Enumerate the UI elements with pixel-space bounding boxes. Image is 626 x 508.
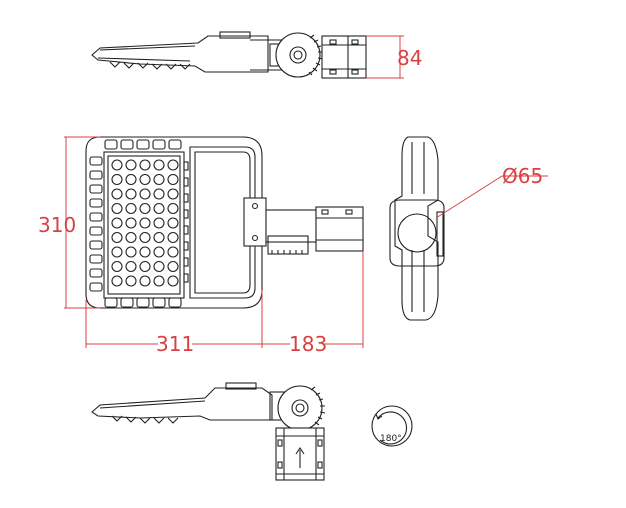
fins-mid-column	[183, 161, 189, 283]
led-lens	[139, 231, 151, 244]
led-lens	[167, 202, 179, 215]
rotation-badge: 180°	[371, 405, 413, 447]
side-view-bottom	[91, 382, 326, 481]
led-lens	[153, 260, 165, 273]
dimension-311-183: 311 183	[85, 251, 364, 356]
dimension-310: 310	[38, 136, 100, 309]
side-view-top	[91, 31, 367, 79]
led-lens	[139, 188, 151, 200]
led-lens	[153, 275, 165, 287]
led-lens	[167, 275, 179, 287]
led-lens	[153, 173, 165, 186]
led-lens	[139, 202, 151, 215]
led-lens	[111, 202, 123, 215]
led-lens	[111, 231, 123, 244]
led-lens	[139, 260, 151, 273]
side-fins-top	[109, 61, 191, 70]
led-lens	[167, 217, 179, 229]
led-lens	[125, 246, 137, 258]
led-lens	[153, 202, 165, 215]
led-lens	[111, 159, 123, 171]
end-view	[389, 136, 445, 321]
led-lens	[125, 217, 137, 229]
led-lens	[167, 246, 179, 258]
led-lens	[111, 275, 123, 287]
dimension-label-diameter: Ø65	[502, 164, 543, 188]
led-lens	[167, 260, 179, 273]
led-lens	[125, 159, 137, 171]
led-lens	[111, 246, 123, 258]
rotation-label: 180°	[380, 434, 402, 444]
fins-bottom-row	[104, 297, 182, 308]
led-lens	[139, 217, 151, 229]
led-lens	[139, 173, 151, 186]
dimension-84: 84	[366, 35, 422, 79]
side-fins-bottom	[111, 415, 179, 424]
led-lens	[139, 275, 151, 287]
led-lens	[167, 188, 179, 200]
led-lens	[125, 231, 137, 244]
led-lens	[111, 217, 123, 229]
led-lens	[125, 260, 137, 273]
led-lens-array	[111, 159, 179, 287]
led-lens	[111, 188, 123, 200]
dimension-label-84: 84	[397, 46, 422, 70]
led-lens	[111, 173, 123, 186]
dimension-diameter-65: Ø65	[435, 164, 548, 219]
dimension-label-183: 183	[289, 332, 327, 356]
led-lens	[111, 260, 123, 273]
led-lens	[153, 188, 165, 200]
dimension-label-311: 311	[156, 332, 194, 356]
led-lens	[153, 217, 165, 229]
led-lens	[125, 173, 137, 186]
led-lens	[153, 231, 165, 244]
led-lens	[125, 188, 137, 200]
dimension-label-310: 310	[38, 213, 76, 237]
led-lens	[125, 202, 137, 215]
fins-top-row	[104, 139, 182, 150]
led-lens	[125, 275, 137, 287]
led-lens	[167, 231, 179, 244]
led-lens	[167, 173, 179, 186]
led-lens	[139, 246, 151, 258]
led-lens	[153, 246, 165, 258]
front-view	[85, 136, 364, 309]
led-lens	[153, 159, 165, 171]
fins-left-column	[89, 156, 103, 292]
led-lens	[139, 159, 151, 171]
led-lens	[167, 159, 179, 171]
